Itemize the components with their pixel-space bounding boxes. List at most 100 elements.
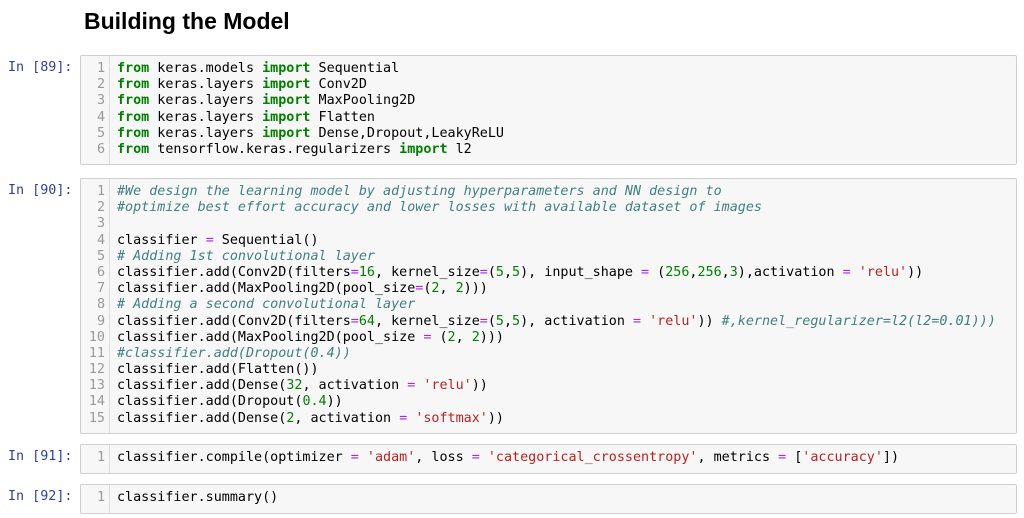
code-token: keras.layers xyxy=(149,125,263,141)
code-token: keras.layers xyxy=(149,109,263,125)
code-token: 256 xyxy=(697,264,722,280)
line-number: 6 xyxy=(96,264,105,280)
code-token: 'relu' xyxy=(649,313,698,329)
code-token: keras.models xyxy=(149,61,263,76)
section-heading: Building the Model xyxy=(84,8,290,34)
code-text: classifier.summary() xyxy=(117,490,278,506)
code-text: classifier = Sequential() xyxy=(117,233,319,249)
line-number: 5 xyxy=(96,125,105,141)
code-token: = xyxy=(350,450,359,465)
line-number: 13 xyxy=(88,378,105,394)
code-token: from xyxy=(117,109,150,125)
cell-prompt: In [92]: xyxy=(8,489,73,504)
code-token: ( xyxy=(487,313,496,329)
line-number-gutter xyxy=(81,485,110,513)
line-number: 4 xyxy=(96,232,105,248)
line-number: 15 xyxy=(88,410,105,426)
code-text: from keras.models import Sequential xyxy=(117,61,399,77)
code-token: 'relu' xyxy=(423,378,472,394)
code-token: classifier.add(Dense( xyxy=(117,410,287,426)
code-text: #optimize best effort accuracy and lower… xyxy=(117,200,762,216)
code-text: classifier.add(Conv2D(filters=64, kernel… xyxy=(117,314,996,330)
code-token: classifier.summary() xyxy=(117,490,279,505)
code-token: , loss xyxy=(415,450,472,465)
code-text: from keras.layers import Conv2D xyxy=(117,77,367,93)
line-number-gutter xyxy=(81,56,110,164)
code-token xyxy=(641,314,649,329)
code-token: 2 xyxy=(455,281,464,297)
code-token: classifier.add(Flatten()) xyxy=(117,362,319,378)
line-number-gutter xyxy=(81,445,110,473)
code-text: # Adding a second convolutional layer xyxy=(117,297,415,313)
code-token: classifier xyxy=(117,232,206,248)
code-token: classifier.add(MaxPooling2D(pool_size xyxy=(117,329,424,345)
code-token: # Adding a second convolutional layer xyxy=(117,297,416,313)
code-token: 'relu' xyxy=(858,264,908,280)
code-token: )) xyxy=(907,264,924,280)
line-number: 3 xyxy=(96,93,105,109)
line-number: 8 xyxy=(96,297,105,313)
code-token: 256 xyxy=(665,264,690,280)
code-cell[interactable]: 1 classifier.compile(optimizer = 'adam', … xyxy=(80,444,1017,474)
code-token: ( xyxy=(423,281,432,297)
code-token: keras.layers xyxy=(149,93,263,109)
code-token: , kernel_size xyxy=(374,264,480,280)
code-line: 2#optimize best effort accuracy and lowe… xyxy=(81,200,1016,216)
code-token: from xyxy=(117,61,150,76)
code-cell[interactable]: 1#We design the learning model by adjust… xyxy=(80,178,1017,434)
code-text: classifier.add(Flatten()) xyxy=(117,362,319,378)
code-token: ( xyxy=(649,264,666,280)
code-token: Flatten xyxy=(310,109,375,125)
line-number: 12 xyxy=(88,362,105,378)
line-number: 3 xyxy=(96,216,105,232)
code-token: # Adding 1st convolutional layer xyxy=(117,248,375,264)
code-token: classifier.add(Dense( xyxy=(117,378,287,394)
line-number: 1 xyxy=(96,450,105,465)
code-token: , kernel_size xyxy=(374,313,480,329)
code-line: 2 from keras.layers import Conv2D xyxy=(81,77,1016,93)
code-token: keras.layers xyxy=(149,77,263,93)
code-token: = xyxy=(641,264,650,280)
code-token: tensorflow.keras.regularizers xyxy=(149,141,400,157)
code-token: import xyxy=(399,141,448,157)
code-token: )) xyxy=(471,378,488,394)
code-token: 2 xyxy=(286,410,295,426)
code-token: ), input_shape xyxy=(520,264,642,280)
code-token: = xyxy=(407,378,416,394)
code-token: #classifier.add(Dropout(0.4)) xyxy=(117,345,351,361)
code-token: ( xyxy=(487,264,496,280)
code-token: ( xyxy=(431,329,448,345)
code-token: ]) xyxy=(882,450,900,465)
code-token: #,kernel_regularizer=l2(l2=0.01))) xyxy=(721,313,996,329)
code-text: classifier.add(MaxPooling2D(pool_size=(2… xyxy=(117,281,488,297)
code-line: 5# Adding 1st convolutional layer xyxy=(81,249,1016,265)
code-token: classifier.add(Dropout( xyxy=(117,394,303,410)
code-token: import xyxy=(262,61,311,76)
code-token: = xyxy=(479,264,488,280)
code-token: ), activation xyxy=(520,313,633,329)
code-token: 16 xyxy=(358,264,375,280)
code-text: classifier.add(MaxPooling2D(pool_size = … xyxy=(117,330,504,346)
line-number: 2 xyxy=(96,77,105,93)
code-token: , xyxy=(721,264,730,280)
code-text: classifier.compile(optimizer = 'adam', l… xyxy=(117,450,899,466)
code-token: , activation xyxy=(302,378,408,394)
cell-prompt: In [91]: xyxy=(8,449,73,464)
code-token: 64 xyxy=(358,313,375,329)
code-token: 2 xyxy=(471,329,480,345)
code-token: 5 xyxy=(512,313,521,329)
code-token xyxy=(480,450,488,465)
code-token: import xyxy=(262,109,311,125)
code-token: from xyxy=(117,93,150,109)
code-line: 3 xyxy=(81,216,1016,232)
code-token: ),activation xyxy=(737,264,843,280)
code-token: 5 xyxy=(495,313,504,329)
code-token: Sequential xyxy=(310,61,400,76)
